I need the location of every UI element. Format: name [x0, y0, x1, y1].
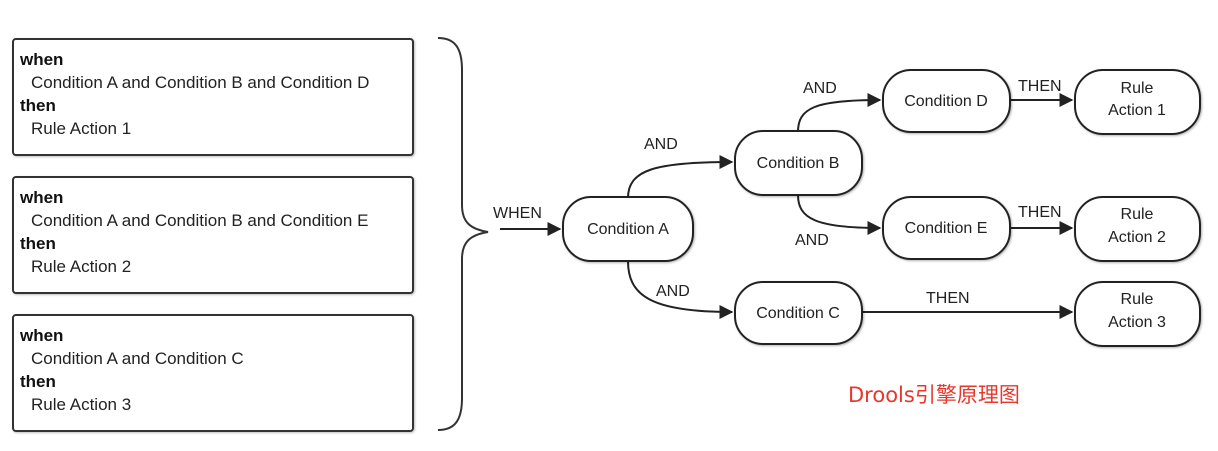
- rule-box-1: when Condition A and Condition B and Con…: [12, 38, 414, 156]
- rule-then-keyword: then: [20, 234, 56, 253]
- node-rule-action-3: Rule Action 3: [1074, 281, 1201, 347]
- rule-when-keyword: when: [20, 50, 64, 69]
- node-label: Condition B: [757, 155, 840, 172]
- rule-condition: Condition A and Condition C: [31, 349, 244, 368]
- rule-condition: Condition A and Condition B and Conditio…: [31, 73, 370, 92]
- edge-b-to-e: [797, 194, 882, 235]
- node-label-line-2: Action 1: [1108, 102, 1166, 119]
- rule-box-2: when Condition A and Condition B and Con…: [12, 176, 414, 294]
- rule-action: Rule Action 3: [31, 395, 132, 414]
- node-condition-e: Condition E: [882, 196, 1011, 260]
- node-label: Condition D: [904, 93, 988, 110]
- node-condition-c: Condition C: [734, 281, 863, 345]
- edge-a-to-c: [627, 260, 734, 319]
- edge-label-a-to-b: AND: [644, 136, 678, 153]
- diagram-caption: Drools引擎原理图: [848, 383, 1020, 407]
- node-label: Condition A: [587, 221, 669, 238]
- edge-label-a-to-c: AND: [656, 283, 690, 300]
- rule-then-keyword: then: [20, 372, 56, 391]
- edge-label-c-to-action-3: THEN: [926, 290, 970, 307]
- node-label: Condition C: [756, 305, 840, 322]
- node-condition-b: Condition B: [734, 130, 863, 196]
- node-rule-action-1: Rule Action 1: [1074, 69, 1201, 135]
- rule-when-keyword: when: [20, 326, 64, 345]
- edge-label-b-to-e: AND: [795, 232, 829, 249]
- node-label-line-2: Action 3: [1108, 314, 1166, 331]
- rule-then-keyword: then: [20, 96, 56, 115]
- node-label: Condition E: [905, 220, 988, 237]
- node-condition-d: Condition D: [882, 69, 1011, 133]
- node-label-line-1: Rule: [1121, 291, 1154, 308]
- node-rule-action-2: Rule Action 2: [1074, 196, 1201, 262]
- rule-action: Rule Action 2: [31, 257, 132, 276]
- edge-a-to-b: [627, 155, 734, 199]
- edge-label-d-to-action-1: THEN: [1018, 78, 1062, 95]
- edge-label-b-to-d: AND: [803, 80, 837, 97]
- rule-action: Rule Action 1: [31, 119, 132, 138]
- edge-label-e-to-action-2: THEN: [1018, 204, 1062, 221]
- node-label-line-1: Rule: [1121, 206, 1154, 223]
- edge-b-to-d: [797, 93, 882, 133]
- rule-box-3: when Condition A and Condition C then Ru…: [12, 314, 414, 432]
- node-label-line-1: Rule: [1121, 80, 1154, 97]
- edge-label-when: WHEN: [493, 205, 542, 222]
- rule-condition: Condition A and Condition B and Conditio…: [31, 211, 369, 230]
- grouping-brace: [437, 37, 489, 431]
- node-label-line-2: Action 2: [1108, 229, 1166, 246]
- node-condition-a: Condition A: [562, 196, 694, 262]
- rule-when-keyword: when: [20, 188, 64, 207]
